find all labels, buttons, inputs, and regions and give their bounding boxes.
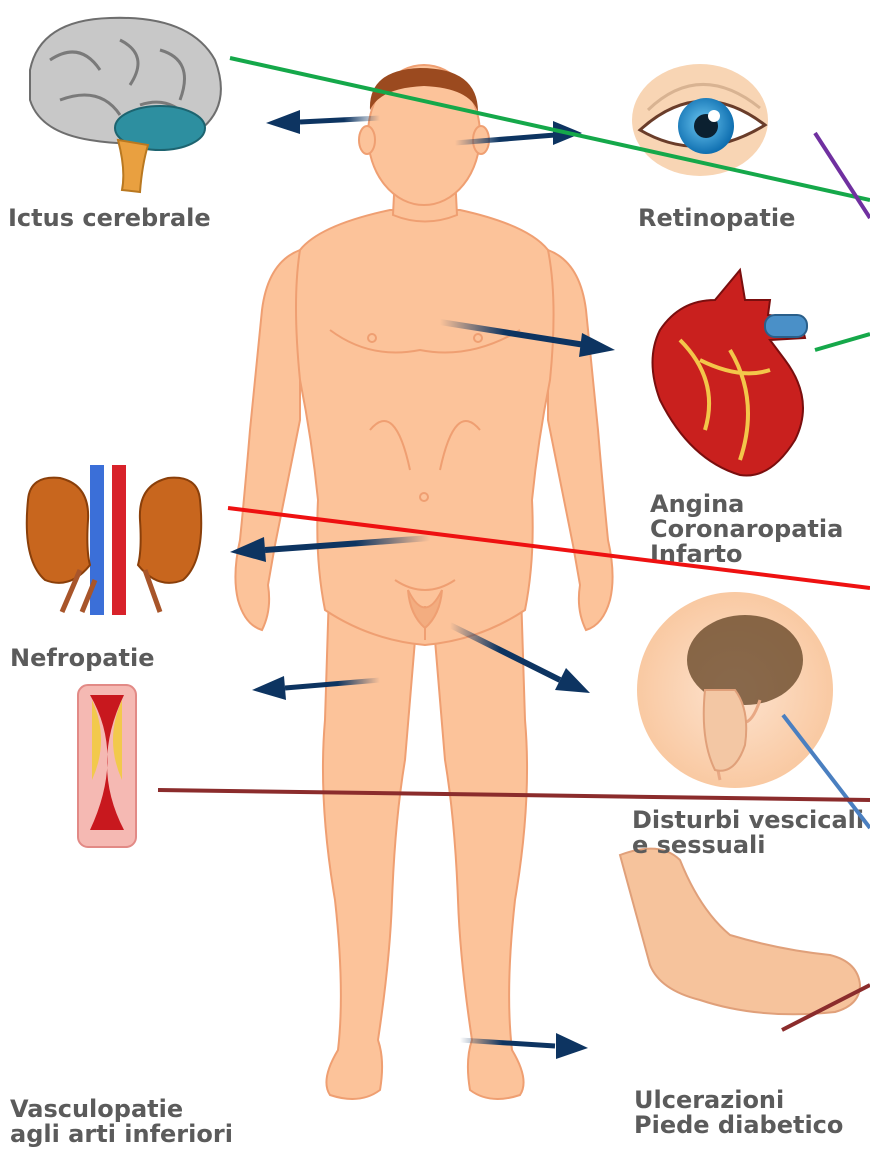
arrow-to-genital	[555, 668, 590, 693]
label-foot: Ulcerazioni Piede diabetico	[634, 1088, 843, 1138]
label-bladder-sexual-line-2: e sessuali	[632, 833, 870, 858]
kidneys-illustration	[27, 465, 201, 615]
label-foot-line-1: Ulcerazioni	[634, 1088, 843, 1113]
label-cardiac-line-1: Angina	[650, 492, 843, 517]
label-vascular-line-1: Vasculopatie	[10, 1097, 233, 1122]
label-cardiac-line-3: Infarto	[650, 542, 843, 567]
foot-illustration	[620, 849, 860, 1015]
arrow-to-heart	[579, 333, 615, 357]
arrow-to-artery	[252, 676, 286, 700]
arrow-to-stroke	[266, 110, 300, 134]
label-cardiac-line-2: Coronaropatia	[650, 517, 843, 542]
label-vascular: Vasculopatie agli arti inferiori	[10, 1097, 233, 1147]
label-nephropathy: Nefropatie	[10, 646, 154, 671]
brain-illustration	[30, 18, 221, 192]
human-body	[235, 65, 612, 1099]
label-retinopathy: Retinopatie	[638, 206, 795, 231]
heart-illustration	[653, 270, 808, 476]
arrow-to-eye	[553, 121, 582, 145]
label-cardiac: Angina Coronaropatia Infarto	[650, 492, 843, 567]
label-bladder-sexual-line-1: Disturbi vescicali	[632, 808, 870, 833]
label-foot-line-2: Piede diabetico	[634, 1113, 843, 1138]
eye-illustration	[632, 64, 768, 176]
label-bladder-sexual: Disturbi vescicali e sessuali	[632, 808, 870, 858]
label-stroke: Ictus cerebrale	[8, 206, 211, 231]
label-vascular-line-2: agli arti inferiori	[10, 1122, 233, 1147]
artery-illustration	[78, 685, 136, 847]
genital-area-illustration	[637, 592, 833, 788]
arrow-to-foot	[556, 1033, 588, 1059]
